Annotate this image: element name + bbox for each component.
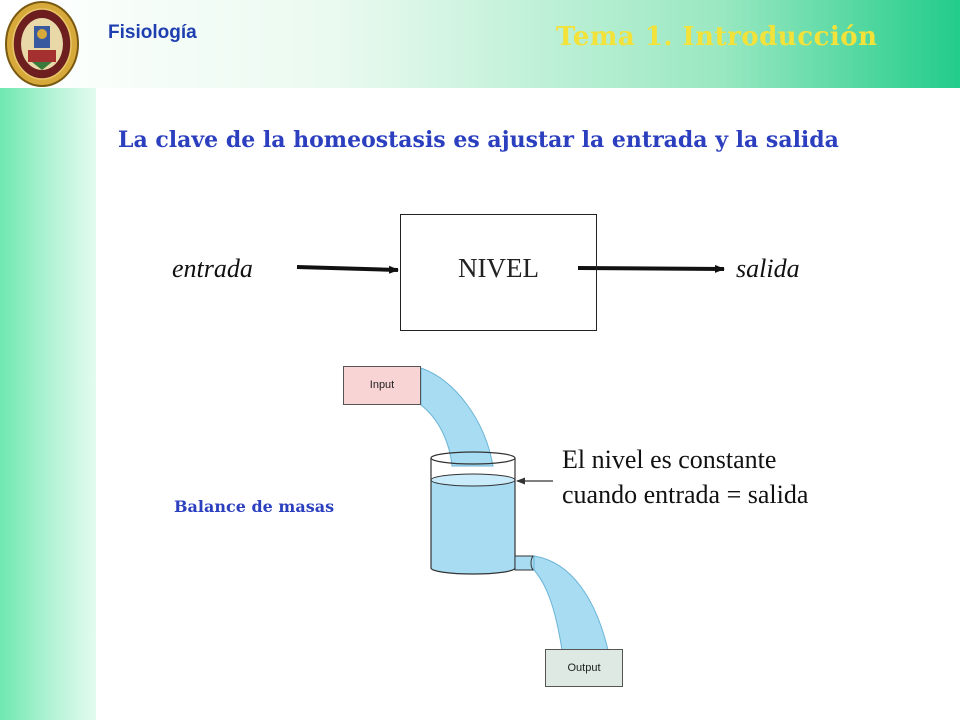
- tank-rim: [430, 451, 516, 465]
- slide-title: La clave de la homeostasis es ajustar la…: [118, 127, 839, 153]
- tank-water: [431, 480, 515, 574]
- header-bar: [0, 0, 960, 88]
- level-note: El nivel es constante cuando entrada = s…: [562, 442, 808, 512]
- university-seal-icon: [5, 1, 79, 87]
- level-box: [400, 214, 597, 331]
- input-stream: [420, 367, 494, 467]
- input-label: entrada: [172, 254, 253, 283]
- output-arrow: [577, 264, 725, 273]
- level-label: NIVEL: [458, 253, 539, 283]
- topic-title: Tema 1. Introducción: [556, 22, 878, 52]
- level-note-line2: cuando entrada = salida: [562, 480, 809, 509]
- output-box: Output: [545, 649, 623, 687]
- mass-balance-caption: Balance de masas: [174, 497, 335, 516]
- output-stream: [533, 555, 609, 651]
- input-box: Input: [343, 366, 421, 405]
- output-label: salida: [736, 254, 800, 283]
- input-arrow: [296, 265, 399, 274]
- course-name: Fisiología: [108, 22, 197, 43]
- sidebar-strip: [0, 88, 96, 720]
- water-surface: [430, 473, 516, 487]
- tank-bottom: [430, 567, 516, 575]
- level-note-line1: El nivel es constante: [562, 445, 777, 474]
